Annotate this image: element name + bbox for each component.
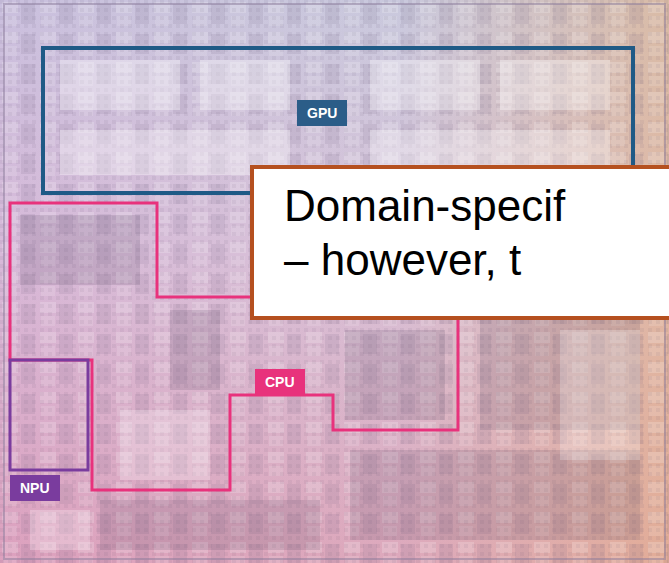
callout-box: Domain-specif – however, t — [250, 165, 669, 320]
callout-text: Domain-specif – however, t — [284, 179, 572, 287]
region-label: CPU — [255, 369, 305, 395]
npu-region: NPU — [10, 360, 88, 470]
region-outline — [10, 360, 88, 470]
region-label: NPU — [10, 475, 60, 501]
region-label: GPU — [297, 100, 347, 126]
